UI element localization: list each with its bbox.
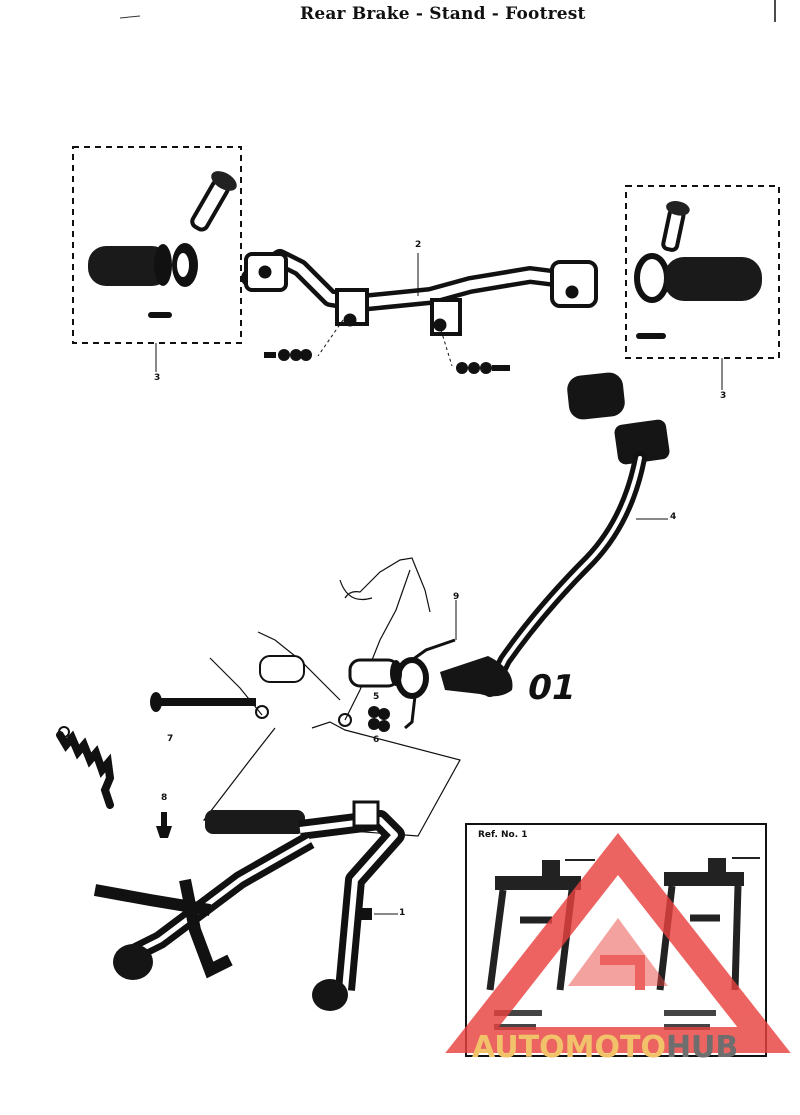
part-label-2: 2 [415, 240, 422, 250]
brake-pedal [440, 372, 670, 697]
part-label-5: 5 [373, 692, 380, 702]
part-label-3-left: 3 [154, 373, 161, 383]
return-spring [395, 600, 457, 730]
bar-bolts [264, 319, 510, 374]
long-bolt [150, 692, 269, 719]
part-label-7: 7 [167, 734, 174, 744]
small-bolt [156, 812, 172, 838]
center-stand [93, 800, 405, 1011]
part-label-3-right: 3 [720, 391, 727, 401]
logo-triangle-icon [445, 832, 791, 1053]
footrest-bar [241, 249, 598, 336]
watermark-text-b: HUB [665, 1030, 739, 1065]
right-footrest-group [625, 185, 780, 359]
inset-reference-label: Ref. No. 1 [478, 830, 528, 840]
frame-outline [202, 557, 461, 837]
part-label-4: 4 [670, 512, 677, 522]
part-label-8: 8 [161, 793, 168, 803]
part-label-1: 1 [399, 908, 406, 918]
watermark-text-a: AUTOMOTO [472, 1030, 666, 1065]
left-footrest-group [72, 146, 242, 344]
pivot-sleeve [259, 655, 402, 688]
handwritten-number: 01 [523, 668, 580, 708]
part-label-9: 9 [453, 592, 460, 602]
part-label-6: 6 [373, 735, 380, 745]
page-title: Rear Brake - Stand - Footrest [300, 4, 586, 24]
watermark-text: AUTOMOTOHUB [472, 1030, 738, 1065]
washers [338, 706, 390, 732]
stand-spring [56, 726, 115, 809]
